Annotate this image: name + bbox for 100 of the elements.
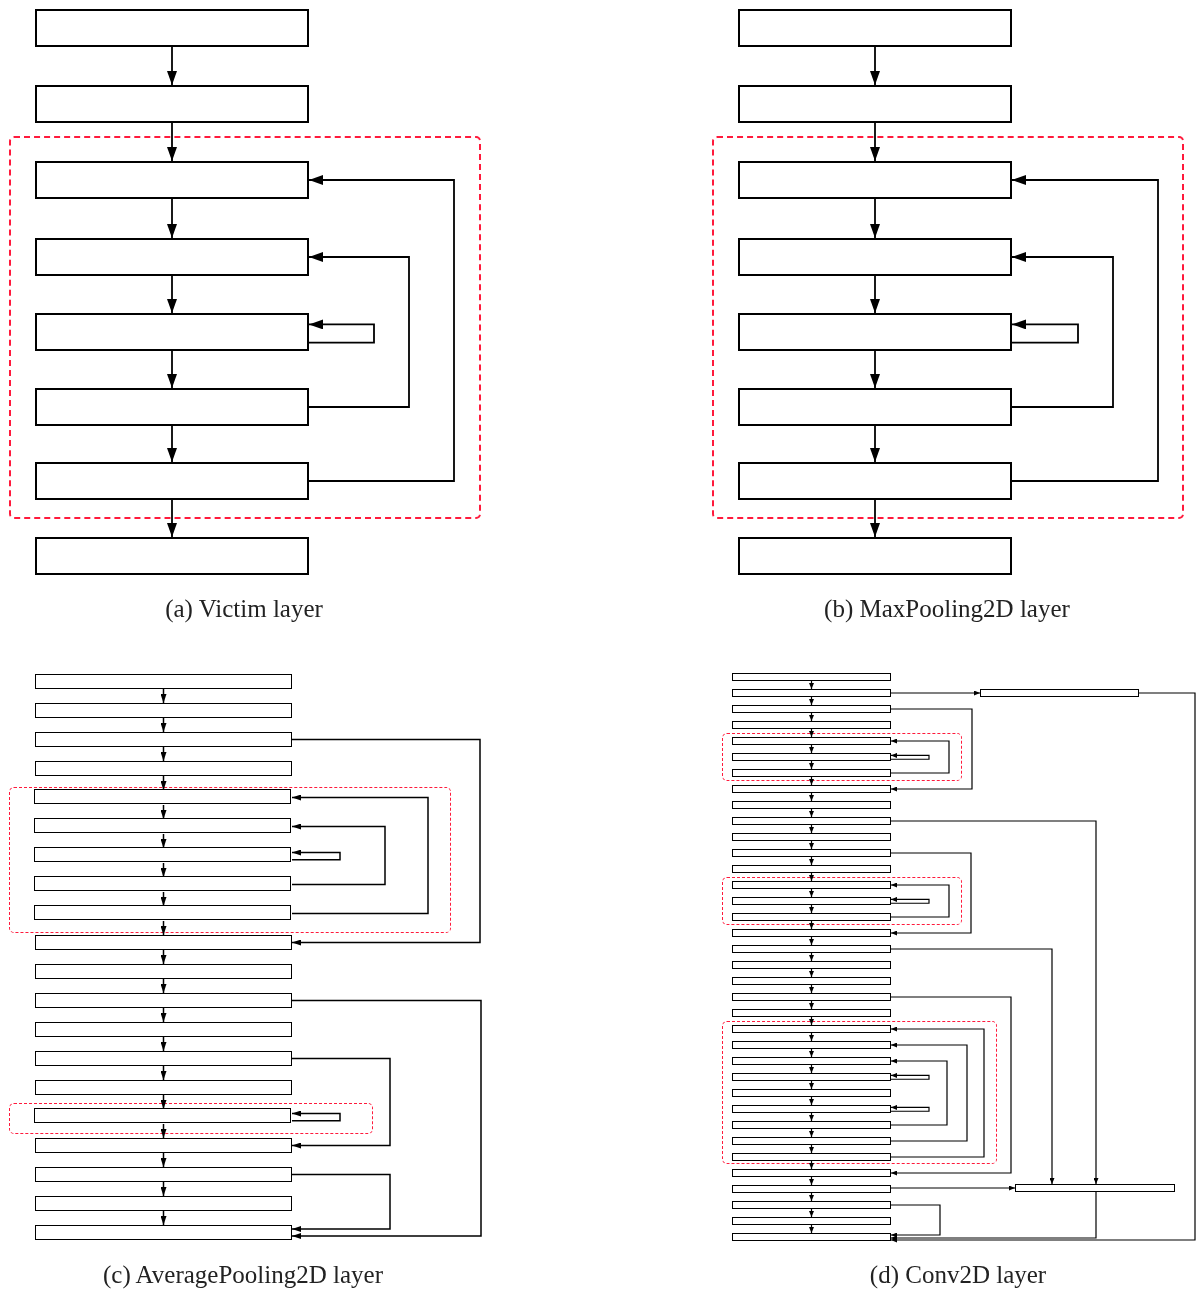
layer-box — [731, 1040, 891, 1049]
arrow — [308, 175, 455, 482]
dashed-group-frame — [722, 733, 962, 781]
arrow — [809, 984, 814, 994]
layer-box — [732, 785, 891, 793]
arrow — [1011, 175, 1159, 482]
layer-box — [738, 238, 1012, 276]
arrow — [160, 746, 167, 762]
dashed-group-frame — [9, 787, 451, 933]
arrow — [890, 1072, 930, 1080]
arrow — [308, 252, 410, 408]
arrow — [160, 1210, 167, 1226]
arrow — [809, 696, 814, 706]
subfigure-caption: (b) MaxPooling2D layer — [824, 594, 1070, 624]
layer-box — [732, 817, 891, 825]
layer-box — [732, 1169, 891, 1177]
arrow — [890, 996, 1012, 1176]
layer-box — [732, 929, 891, 937]
layer-box — [35, 85, 309, 123]
arrow — [160, 978, 167, 994]
layer-box — [34, 847, 292, 863]
arrow — [809, 792, 814, 802]
arrow — [890, 1185, 1016, 1191]
arrow — [291, 1057, 391, 1149]
arrow — [167, 198, 177, 239]
arrow — [291, 1110, 341, 1122]
arrow — [291, 999, 482, 1239]
arrow — [291, 823, 386, 886]
layer-box — [731, 768, 891, 777]
arrow — [809, 728, 814, 738]
layer-box — [738, 161, 1012, 199]
arrow — [890, 820, 1099, 1185]
layer-box — [35, 1080, 292, 1095]
arrow — [160, 891, 167, 907]
arrow — [890, 1042, 968, 1142]
layer-box — [35, 1167, 292, 1182]
layer-box — [731, 752, 891, 761]
layer-box — [731, 912, 891, 921]
layer-box — [732, 833, 891, 841]
layer-box — [738, 85, 1012, 123]
arrow — [809, 1032, 814, 1042]
layer-box — [738, 537, 1012, 575]
arrow — [890, 708, 973, 792]
layer-box — [732, 1185, 891, 1193]
arrow — [160, 775, 167, 791]
layer-box — [34, 905, 292, 921]
layer-box — [35, 462, 309, 500]
layer-box — [732, 689, 891, 697]
arrow — [809, 1224, 814, 1234]
arrow — [890, 752, 930, 760]
arrow — [809, 968, 814, 978]
layer-box — [732, 1201, 891, 1209]
layer-box — [35, 935, 292, 950]
layer-box — [738, 388, 1012, 426]
arrow — [291, 794, 429, 915]
layer-box — [731, 880, 891, 889]
layer-box — [35, 732, 292, 747]
layer-box — [35, 703, 292, 718]
layer-box — [35, 1051, 292, 1066]
layer-box — [732, 705, 891, 713]
arrow — [167, 425, 177, 463]
arrow — [890, 738, 950, 774]
arrow — [308, 319, 375, 344]
layer-box — [732, 673, 891, 681]
layer-box — [738, 313, 1012, 351]
arrow — [809, 680, 814, 690]
arrow — [809, 904, 814, 914]
dashed-group-frame — [9, 136, 481, 519]
arrow — [291, 849, 341, 861]
layer-box — [732, 849, 891, 857]
layer-box — [35, 1022, 292, 1037]
arrow — [809, 744, 814, 754]
arrow — [870, 198, 880, 239]
dashed-group-frame — [9, 1103, 373, 1134]
arrow — [890, 852, 972, 936]
arrow — [809, 856, 814, 866]
layer-box — [1015, 1184, 1175, 1192]
layer-box — [980, 689, 1139, 697]
arrow — [809, 1144, 814, 1154]
layer-box — [732, 1233, 891, 1241]
arrow — [160, 862, 167, 878]
layer-box — [34, 876, 292, 892]
layer-box — [35, 674, 292, 689]
layer-box — [731, 1056, 891, 1065]
arrow — [167, 275, 177, 314]
arrow — [809, 840, 814, 850]
arrow — [809, 1048, 814, 1058]
layer-box — [731, 1088, 891, 1097]
arrow — [890, 1058, 948, 1126]
layer-box — [732, 945, 891, 953]
arrow — [809, 1208, 814, 1218]
arrow — [809, 1192, 814, 1202]
dashed-group-frame — [722, 877, 962, 925]
layer-box — [35, 537, 309, 575]
arrow — [809, 1016, 814, 1026]
arrow — [160, 804, 167, 820]
arrow — [809, 1176, 814, 1186]
arrow — [160, 1152, 167, 1168]
layer-box — [34, 1108, 292, 1124]
layer-box — [35, 1225, 292, 1240]
